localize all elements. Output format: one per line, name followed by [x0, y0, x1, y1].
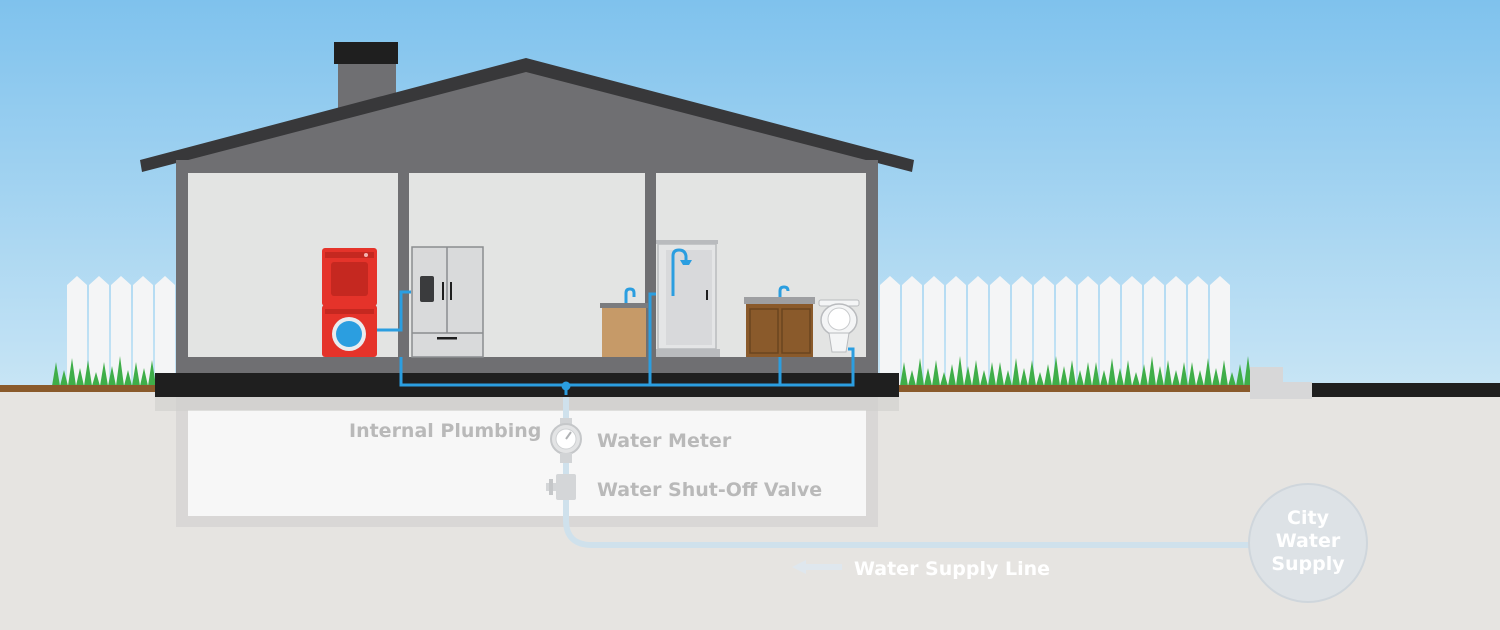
label-water-supply-line: Water Supply Line [854, 558, 1050, 580]
topsoil-left [0, 385, 160, 393]
fence-picket [1034, 276, 1054, 385]
fence-picket [1144, 276, 1164, 385]
label-city-line-2: Water [1276, 530, 1341, 552]
label-water-meter: Water Meter [597, 430, 732, 452]
shutoff-valve-icon [546, 474, 576, 500]
fence-picket [1166, 276, 1186, 385]
street [1312, 383, 1500, 397]
floor-slab [176, 357, 878, 373]
fence-picket [1012, 276, 1032, 385]
fence-picket [902, 276, 922, 385]
fence-picket [1188, 276, 1208, 385]
main-junction [561, 381, 571, 391]
washer-dryer [322, 248, 377, 357]
basement-room [188, 410, 866, 516]
fence-picket [968, 276, 988, 385]
label-shutoff-valve: Water Shut-Off Valve [597, 479, 822, 501]
fence-picket [990, 276, 1010, 385]
chimney-cap [334, 42, 398, 64]
fence-picket [1210, 276, 1230, 385]
label-city-line-3: Supply [1271, 553, 1345, 575]
grass-blades [900, 356, 1252, 386]
fence-picket [924, 276, 944, 385]
label-internal-plumbing: Internal Plumbing [349, 420, 541, 442]
foundation-shadow [155, 397, 899, 411]
house-gable [176, 66, 878, 172]
fence-picket [1056, 276, 1076, 385]
shower-stall [656, 240, 720, 357]
bathroom-vanity [744, 285, 815, 357]
grass-right [900, 356, 1252, 386]
fence-picket [946, 276, 966, 385]
city-water-supply-circle [1248, 483, 1368, 603]
label-city-line-1: City [1287, 507, 1330, 529]
topsoil-right [895, 385, 1255, 393]
water-supply-line [563, 397, 1250, 548]
water-meter-icon [550, 418, 582, 463]
flow-arrow-icon [792, 560, 842, 574]
fence-picket [1078, 276, 1098, 385]
fence-picket [1122, 276, 1142, 385]
toilet [818, 299, 860, 353]
kitchen-sink [600, 287, 648, 357]
curb-step-bottom [1250, 382, 1312, 399]
grass-left [52, 356, 156, 386]
fence-picket [880, 276, 900, 385]
internal-plumbing-pipes [377, 290, 855, 395]
fence-picket [1100, 276, 1120, 385]
fence-right [880, 276, 1230, 385]
refrigerator [411, 246, 484, 358]
